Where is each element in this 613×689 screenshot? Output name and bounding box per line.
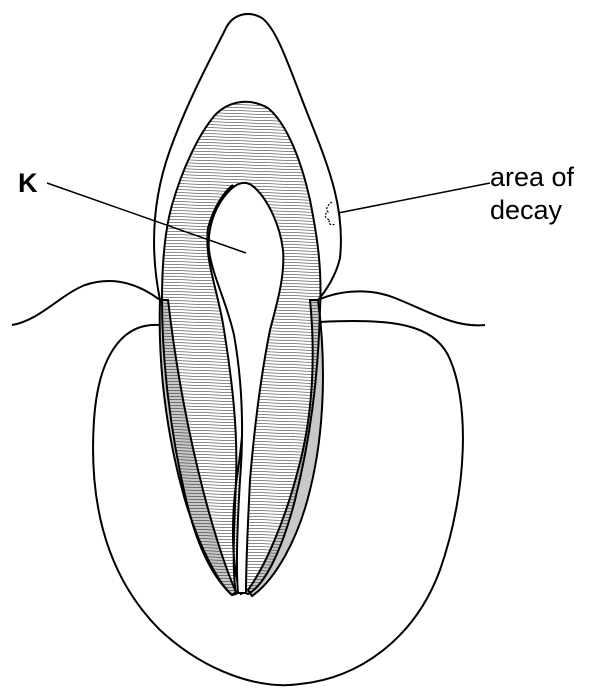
label-decay: decay <box>490 195 563 225</box>
gum-line-left <box>12 281 160 325</box>
label-k: K <box>18 168 38 198</box>
label-area-of: area of <box>490 162 575 192</box>
decay-leader-line <box>338 183 490 213</box>
